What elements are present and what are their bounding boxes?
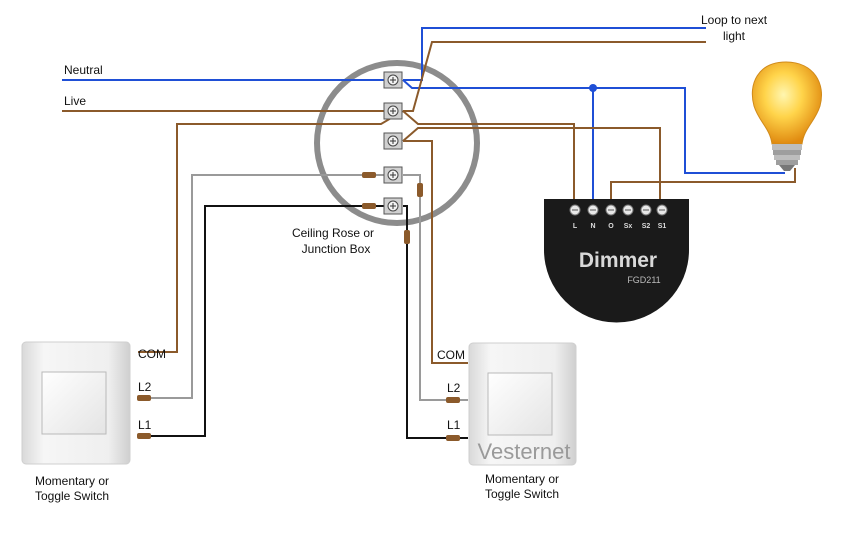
right-switch xyxy=(468,342,577,466)
dimmer-terminal-l: L xyxy=(573,223,578,230)
traveller-l1-wire xyxy=(150,205,468,439)
rose-label-line1: Ceiling Rose or xyxy=(292,226,374,240)
left-l2-label: L2 xyxy=(138,380,152,394)
neutral-wire xyxy=(62,27,785,208)
light-bulb-icon xyxy=(751,61,822,171)
brand-watermark: Vesternet xyxy=(478,439,571,464)
neutral-label: Neutral xyxy=(64,63,103,77)
dimmer-terminal-s1: S1 xyxy=(658,223,667,230)
left-switch xyxy=(21,341,131,465)
left-com-label: COM xyxy=(138,347,166,361)
dimmer-terminal-n: N xyxy=(590,223,595,230)
dimmer-terminal-o: O xyxy=(608,223,614,230)
dimmer-terminal-s2: S2 xyxy=(642,223,651,230)
right-l2-label: L2 xyxy=(447,381,461,395)
dimmer-terminal-sx: Sx xyxy=(624,223,633,230)
wire-connectors xyxy=(137,172,460,441)
loop-label-line2: light xyxy=(723,29,746,43)
right-caption-line1: Momentary or xyxy=(485,472,559,486)
left-caption-line1: Momentary or xyxy=(35,474,109,488)
traveller-l2-wire xyxy=(150,174,468,401)
dimmer-module xyxy=(544,199,689,323)
loop-label-line1: Loop to next xyxy=(701,13,768,27)
right-com-label: COM xyxy=(437,348,465,362)
live-wire xyxy=(62,41,796,364)
left-l1-label: L1 xyxy=(138,418,152,432)
rose-terminals xyxy=(383,71,403,215)
neutral-junction xyxy=(589,84,597,92)
live-label: Live xyxy=(64,94,86,108)
right-caption-line2: Toggle Switch xyxy=(485,487,559,501)
rose-label-line2: Junction Box xyxy=(302,242,371,256)
dimmer-title: Dimmer xyxy=(579,249,657,272)
dimmer-model: FGD211 xyxy=(627,275,660,285)
right-l1-label: L1 xyxy=(447,418,461,432)
left-caption-line2: Toggle Switch xyxy=(35,489,109,503)
